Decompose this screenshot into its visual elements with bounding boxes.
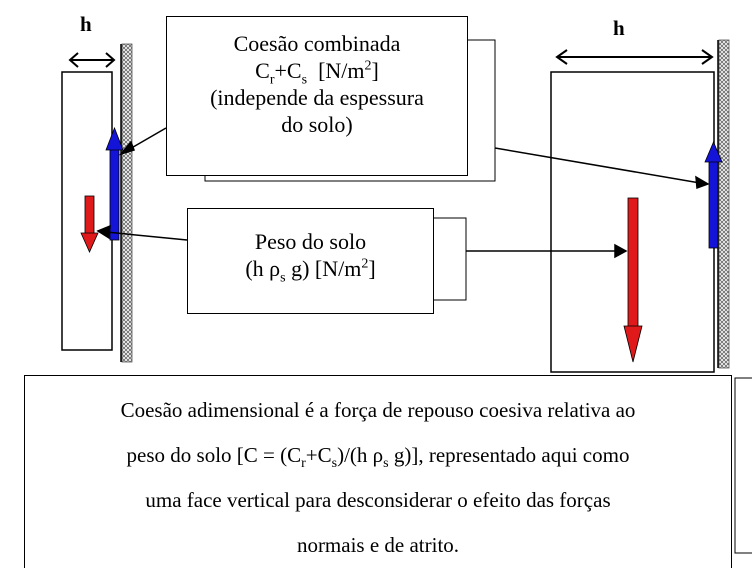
cohesion-callout — [166, 16, 468, 176]
cohesion-note-2: do solo) — [281, 112, 353, 137]
cohesion-formula: Cr+Cs [N/m2] — [255, 58, 379, 88]
weight-callout-text: Peso do solo (h ρs g) [N/m2] — [187, 228, 434, 286]
caption-box — [24, 375, 732, 568]
left-cohesion-arrow — [105, 126, 124, 241]
weight-title: Peso do solo — [254, 229, 367, 254]
cohesion-note-1: (independe da espessura — [210, 85, 424, 110]
caption-line-1: Coesão adimensional é a força de repouso… — [120, 398, 636, 422]
caption-line-4: normais e de atrito. — [296, 533, 460, 557]
right-h-label: h — [613, 16, 625, 40]
weight-formula: (h ρs g) [N/m2] — [245, 256, 376, 286]
right-wall — [718, 39, 730, 369]
cohesion-title: Coesão combinada — [233, 31, 401, 56]
left-h-label: h — [80, 12, 92, 36]
right-h-dimension — [555, 49, 714, 65]
right-weight-arrow — [623, 197, 643, 363]
left-wall — [121, 43, 133, 363]
cohesion-callout-text: Coesão combinada Cr+Cs [N/m2] (independe… — [166, 30, 468, 138]
caption-line-2: peso do solo [C = (Cr+Cs)/(h ρs g)], rep… — [126, 443, 630, 472]
left-weight-arrow — [80, 195, 99, 253]
left-h-dimension — [68, 52, 116, 68]
right-cohesion-arrow — [704, 140, 723, 249]
caption-text: Coesão adimensional é a força de repouso… — [24, 388, 732, 568]
leader-lines — [96, 127, 710, 259]
weight-callout — [187, 208, 434, 314]
caption-line-3: uma face vertical para desconsiderar o e… — [145, 488, 611, 512]
